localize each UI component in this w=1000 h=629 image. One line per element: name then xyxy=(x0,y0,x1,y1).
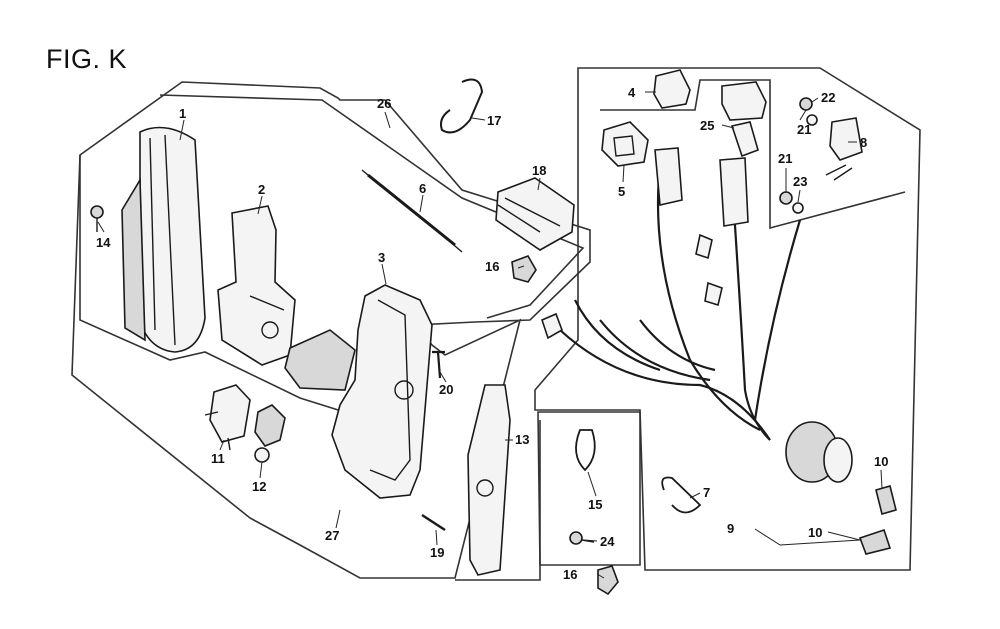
callout-labels: 1 2 3 4 5 6 7 8 9 10 10 11 12 13 14 15 1… xyxy=(96,85,888,582)
part-16-clip-lower xyxy=(597,565,619,596)
callout-16-upper: 16 xyxy=(485,259,499,274)
part-20-bolt xyxy=(432,350,445,379)
part-16-clip-upper xyxy=(511,255,537,283)
callout-20: 20 xyxy=(439,382,453,397)
part-21-nut-lower xyxy=(779,191,793,205)
upper-left-bracket-outline xyxy=(79,155,371,421)
part-22-washer xyxy=(806,114,818,126)
callout-27: 27 xyxy=(325,528,339,543)
callout-1: 1 xyxy=(179,106,186,121)
part-2-bracket xyxy=(217,205,296,366)
callout-6: 6 xyxy=(419,181,426,196)
callout-9: 9 xyxy=(727,521,734,536)
callout-7: 7 xyxy=(703,485,710,500)
part-1-cover xyxy=(121,126,206,353)
callout-5: 5 xyxy=(618,184,625,199)
callout-12: 12 xyxy=(252,479,266,494)
lower-box-outline xyxy=(455,420,541,581)
part-18-pad xyxy=(495,177,575,251)
part-3-control-panel xyxy=(284,284,433,499)
fuse-holder xyxy=(721,81,767,121)
callout-10-lower: 10 xyxy=(808,525,822,540)
callout-16-lower: 16 xyxy=(563,567,577,582)
callout-25: 25 xyxy=(700,118,714,133)
part-19-screw xyxy=(421,513,446,532)
part-5-connector xyxy=(601,121,649,167)
part-6-rod xyxy=(361,169,463,253)
part-4-relay xyxy=(653,69,691,109)
figure-title: FIG. K xyxy=(46,44,128,74)
callout-10-upper: 10 xyxy=(874,454,888,469)
wiring-group-outline xyxy=(534,67,921,571)
part-24-screw xyxy=(569,531,595,545)
part-9-wiring-harness xyxy=(541,147,802,441)
callout-18: 18 xyxy=(532,163,546,178)
part-11-switch xyxy=(204,384,251,451)
callout-13: 13 xyxy=(515,432,529,447)
part-21-nut-upper xyxy=(799,97,813,111)
part-25-fuse xyxy=(730,121,759,158)
inner-terminal-box-outline xyxy=(600,79,906,230)
callout-19: 19 xyxy=(430,545,444,560)
callout-2: 2 xyxy=(258,182,265,197)
key-switch xyxy=(785,421,853,483)
callout-11: 11 xyxy=(211,451,225,466)
part-8-relay xyxy=(825,117,863,181)
part-15-band xyxy=(575,429,596,472)
part-7-clip xyxy=(661,476,702,514)
part-17-clamp xyxy=(440,78,484,134)
part-13-plate xyxy=(467,384,511,576)
callout-17: 17 xyxy=(487,113,501,128)
callout-3: 3 xyxy=(378,250,385,265)
callout-26: 26 xyxy=(377,96,391,111)
callout-14: 14 xyxy=(96,235,111,250)
callout-23: 23 xyxy=(793,174,807,189)
part-14-screw xyxy=(90,205,104,232)
callout-21-lower: 21 xyxy=(778,151,792,166)
callout-22: 22 xyxy=(821,90,835,105)
part-12-breaker xyxy=(254,404,286,463)
part-10-terminal-lower xyxy=(858,528,892,555)
callout-15: 15 xyxy=(588,497,602,512)
part-10-terminal-upper xyxy=(875,485,897,515)
leader-lines xyxy=(97,91,883,579)
part-23-washer xyxy=(792,202,804,214)
callout-8: 8 xyxy=(860,135,867,150)
callout-4: 4 xyxy=(628,85,636,100)
callout-21-upper: 21 xyxy=(797,122,811,137)
left-group-outline xyxy=(71,81,591,579)
callout-24: 24 xyxy=(600,534,615,549)
clip-group-outline xyxy=(537,411,641,566)
